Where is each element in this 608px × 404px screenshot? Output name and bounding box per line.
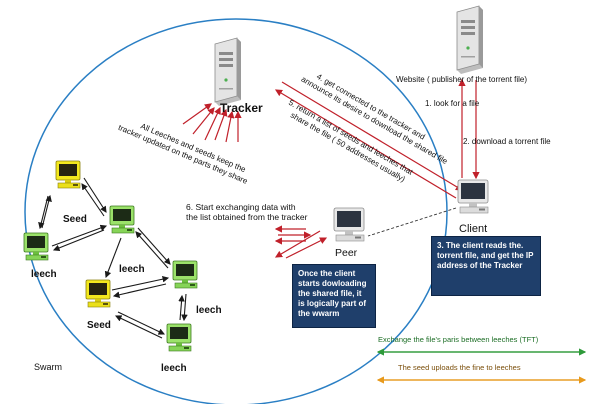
leech-computer-icon [166,323,192,352]
peer-exchange-arrows [274,225,328,259]
peer-computer-icon [333,207,365,242]
leech-label: leech [31,269,57,280]
seed-computer-icon [55,160,81,189]
leech-computer-icon [109,205,135,234]
step2-label: 2. download a torrent file [463,137,551,146]
swarm-boundary [24,18,448,404]
tracker-note-line1: All Leeches and seeds keep the [139,122,247,175]
peer-info-box: Once the client starts dowloading the sh… [292,264,376,328]
swarm-label: Swarm [34,362,62,372]
peer-label: Peer [335,247,358,259]
seed-label: Seed [63,214,87,225]
seed-label: Seed [87,320,111,331]
website-label: Website ( publisher of the torrent file) [396,75,527,84]
leech-label: leech [196,305,222,316]
client-peer-link [367,207,457,237]
tracker-server-icon [214,37,242,107]
tracker-client-arrows [274,81,464,199]
tracker-note-line2: tracker updated on the parts they share [117,123,250,186]
client-info-box: 3. The client reads the. torrent file, a… [431,236,541,296]
seed-computer-icon [85,279,111,308]
leech-label: leech [119,264,145,275]
step6-line1: 6. Start exchanging data with [186,202,296,212]
legend-seed-label: The seed uploads the fine to leeches [398,363,521,372]
step1-label: 1. look for a file [425,99,480,108]
leech-label: leech [161,363,187,374]
legend-tft-label: Exchange the file's paris between leeche… [378,335,539,344]
swarm-exchange-arrows [38,177,188,339]
tracker-label: Tracker [220,101,263,115]
client-label: Client [459,223,487,235]
website-server-icon [456,5,484,75]
leech-computer-icon [23,232,49,261]
leech-computer-icon [172,260,198,289]
client-computer-icon [457,179,489,214]
step6-line2: the list obtained from the tracker [186,212,308,222]
tracker-update-arrows [182,103,242,143]
website-client-arrows [458,78,480,180]
